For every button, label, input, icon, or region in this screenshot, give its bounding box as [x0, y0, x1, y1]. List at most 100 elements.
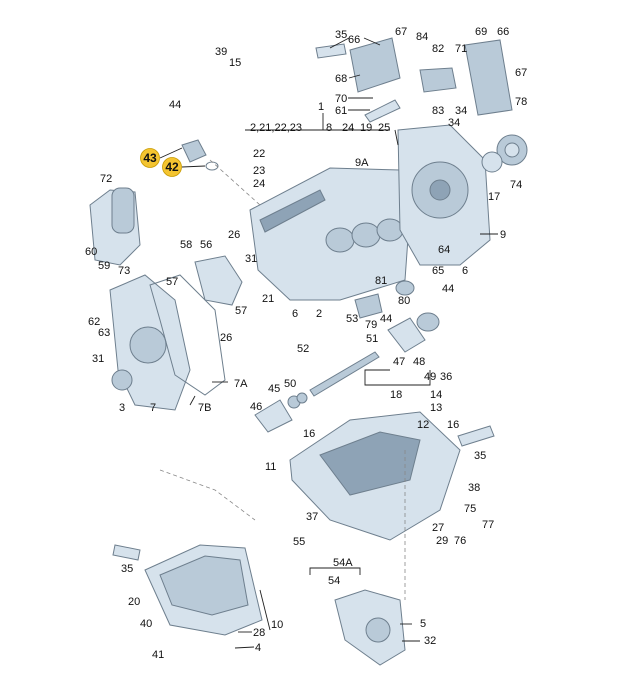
callout-52[interactable]: 52 — [297, 343, 309, 355]
callout-74[interactable]: 74 — [510, 179, 522, 191]
callout-69[interactable]: 69 — [475, 26, 487, 38]
callout-54[interactable]: 54 — [328, 575, 340, 587]
callout-7a[interactable]: 7A — [234, 378, 248, 390]
callout-11[interactable]: 11 — [265, 461, 276, 473]
callout-37[interactable]: 37 — [306, 511, 318, 523]
callout-71[interactable]: 71 — [455, 43, 467, 55]
callout-14[interactable]: 14 — [430, 389, 442, 401]
callout-75[interactable]: 75 — [464, 503, 476, 515]
callout-9a[interactable]: 9A — [355, 157, 369, 169]
highlight-circle-42[interactable] — [162, 157, 182, 177]
callout-54a[interactable]: 54A — [333, 557, 353, 569]
callout-40[interactable]: 40 — [140, 618, 152, 630]
callout-82[interactable]: 82 — [432, 43, 444, 55]
callout-1[interactable]: 1 — [318, 101, 324, 113]
callout-23[interactable]: 23 — [253, 165, 265, 177]
callout-15[interactable]: 15 — [229, 57, 241, 69]
callout-70[interactable]: 70 — [335, 93, 347, 105]
callout-27[interactable]: 27 — [432, 522, 444, 534]
callout-19[interactable]: 19 — [360, 122, 372, 134]
callout-39[interactable]: 39 — [215, 46, 227, 58]
callout-6[interactable]: 6 — [462, 265, 468, 277]
callout-48[interactable]: 48 — [413, 356, 425, 368]
callout-84[interactable]: 84 — [416, 31, 428, 43]
callout-16[interactable]: 16 — [303, 428, 315, 440]
callout-45[interactable]: 45 — [268, 383, 280, 395]
callout-44b[interactable]: 44 — [380, 313, 392, 325]
callout-28[interactable]: 28 — [253, 627, 265, 639]
callout-31[interactable]: 31 — [245, 253, 257, 265]
callout-33[interactable]: 34 — [448, 117, 460, 129]
callout-64[interactable]: 64 — [438, 244, 450, 256]
callout-67b[interactable]: 67 — [515, 67, 527, 79]
callout-44c[interactable]: 44 — [442, 283, 454, 295]
callout-83[interactable]: 83 — [432, 105, 444, 117]
callout-66b[interactable]: 66 — [497, 26, 509, 38]
callout-79[interactable]: 79 — [365, 319, 377, 331]
callout-77[interactable]: 77 — [482, 519, 494, 531]
callout-68[interactable]: 68 — [335, 73, 347, 85]
callout-76[interactable]: 76 — [454, 535, 466, 547]
callout-35c[interactable]: 35 — [121, 563, 133, 575]
callout-21[interactable]: 21 — [262, 293, 274, 305]
callout-2[interactable]: 2 — [316, 308, 322, 320]
callout-25[interactable]: 25 — [378, 122, 390, 134]
callout-38[interactable]: 38 — [468, 482, 480, 494]
callout-36[interactable]: 36 — [440, 371, 452, 383]
callout-42[interactable]: 42 — [165, 160, 179, 174]
callout-51[interactable]: 51 — [366, 333, 378, 345]
callout-72[interactable]: 72 — [100, 173, 112, 185]
callout-49[interactable]: 49 — [424, 371, 436, 383]
callout-18[interactable]: 18 — [390, 389, 402, 401]
callout-8[interactable]: 8 — [326, 122, 332, 134]
callout-66[interactable]: 66 — [348, 34, 360, 46]
callout-29[interactable]: 29 — [436, 535, 448, 547]
callout-9[interactable]: 9 — [500, 229, 506, 241]
callout-67[interactable]: 67 — [395, 26, 407, 38]
callout-22[interactable]: 22 — [253, 148, 265, 160]
callout-50[interactable]: 50 — [284, 378, 296, 390]
callout-80[interactable]: 80 — [398, 295, 410, 307]
callout-7b[interactable]: 7B — [198, 402, 211, 414]
callout-34[interactable]: 34 — [455, 105, 467, 117]
callout-61[interactable]: 61 — [335, 105, 347, 117]
callout-41[interactable]: 41 — [152, 649, 164, 661]
callout-7[interactable]: 7 — [150, 402, 156, 414]
callout-56[interactable]: 56 — [200, 239, 212, 251]
callout-5[interactable]: 5 — [420, 618, 426, 630]
callout-62[interactable]: 62 — [88, 316, 100, 328]
callout-53[interactable]: 53 — [346, 313, 358, 325]
callout-26b[interactable]: 26 — [220, 332, 232, 344]
callout-10[interactable]: 10 — [271, 619, 283, 631]
callout-20[interactable]: 20 — [128, 596, 140, 608]
callout-31b[interactable]: 31 — [92, 353, 104, 365]
callout-78[interactable]: 78 — [515, 96, 527, 108]
callout-3[interactable]: 3 — [119, 402, 125, 414]
callout-59[interactable]: 59 — [98, 260, 110, 272]
callout-13[interactable]: 13 — [430, 402, 442, 414]
callout-16b[interactable]: 16 — [447, 419, 459, 431]
callout-73[interactable]: 73 — [118, 265, 130, 277]
callout-60[interactable]: 60 — [85, 246, 97, 258]
callout-26[interactable]: 26 — [228, 229, 240, 241]
callout-57[interactable]: 57 — [166, 276, 178, 288]
callout-35b[interactable]: 35 — [474, 450, 486, 462]
callout-6b[interactable]: 6 — [292, 308, 298, 320]
callout-44[interactable]: 44 — [169, 99, 181, 111]
callout-46[interactable]: 46 — [250, 401, 262, 413]
callout-81[interactable]: 81 — [375, 275, 387, 287]
callout-47[interactable]: 47 — [393, 356, 405, 368]
callout-4[interactable]: 4 — [255, 642, 261, 654]
callout-24[interactable]: 24 — [342, 122, 354, 134]
highlight-circle-43[interactable] — [140, 148, 160, 168]
callout-58[interactable]: 58 — [180, 239, 192, 251]
callout-24b[interactable]: 24 — [253, 178, 265, 190]
callout-32[interactable]: 32 — [424, 635, 436, 647]
callout-17[interactable]: 17 — [488, 191, 500, 203]
callout-12[interactable]: 12 — [417, 419, 429, 431]
callout-group-2-21-22-23[interactable]: 2,21,22,23 — [250, 122, 302, 134]
callout-35[interactable]: 35 — [335, 29, 347, 41]
callout-63[interactable]: 63 — [98, 327, 110, 339]
callout-65[interactable]: 65 — [432, 265, 444, 277]
callout-43[interactable]: 43 — [143, 151, 157, 165]
